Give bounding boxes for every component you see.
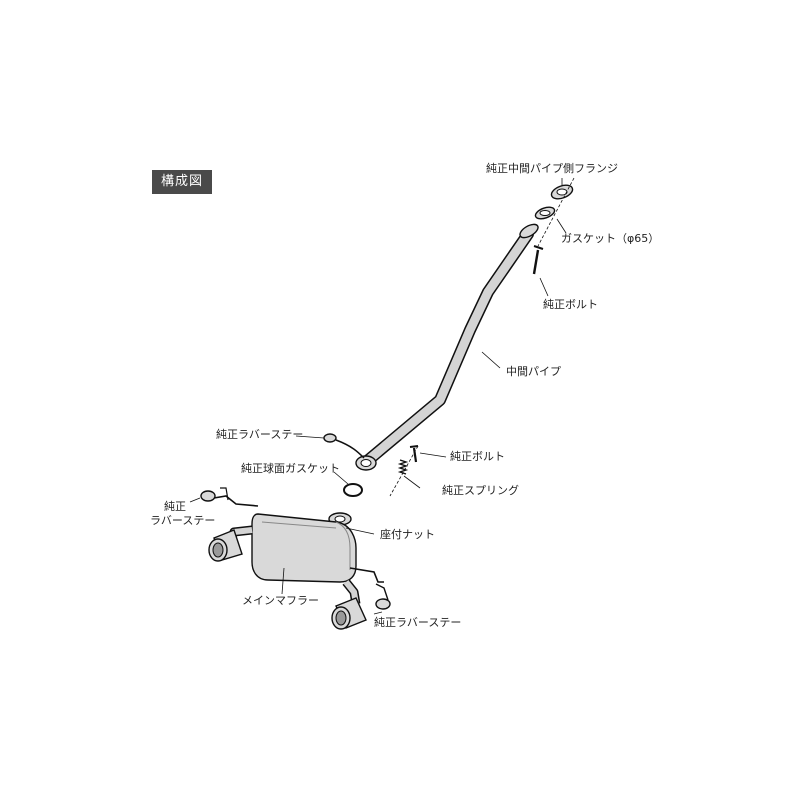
label-main-muffler: メインマフラー bbox=[242, 594, 319, 607]
label-oem-rubber-stay-left-line2: ラバーステー bbox=[150, 514, 216, 527]
oem-spherical-gasket bbox=[343, 483, 363, 497]
label-oem-rubber-stay-left: 純正 ラバーステー bbox=[150, 500, 230, 528]
label-oem-mid-pipe-flange: 純正中間パイプ側フランジ bbox=[486, 162, 618, 175]
gasket-phi65 bbox=[534, 206, 556, 220]
label-oem-rubber-stay-bottom: 純正ラバーステー bbox=[374, 616, 462, 629]
label-oem-rubber-stay-left-line1: 純正 bbox=[164, 500, 186, 513]
leader-lines bbox=[189, 177, 575, 615]
oem-spring bbox=[397, 459, 409, 475]
oem-rubber-stay-upper bbox=[323, 433, 365, 459]
mid-pipe bbox=[355, 223, 539, 471]
label-oem-bolt-top: 純正ボルト bbox=[543, 298, 598, 311]
oem-rubber-stay-bottom bbox=[375, 583, 391, 610]
label-mid-pipe: 中間パイプ bbox=[506, 365, 561, 378]
label-oem-bolt-mid: 純正ボルト bbox=[450, 450, 505, 463]
label-oem-spring: 純正スプリング bbox=[442, 484, 519, 497]
oem-bolt-top bbox=[532, 245, 544, 275]
label-gasket-phi65: ガスケット（φ65） bbox=[561, 232, 660, 245]
main-muffler bbox=[208, 513, 384, 630]
diagram-badge: 構成図 bbox=[152, 170, 212, 194]
label-oem-spherical-gasket: 純正球面ガスケット bbox=[241, 462, 340, 475]
oem-rubber-stay-left bbox=[200, 487, 259, 507]
label-oem-rubber-stay-upper: 純正ラバーステー bbox=[216, 428, 304, 441]
oem-bolt-mid bbox=[409, 445, 419, 463]
label-seat-nut: 座付ナット bbox=[380, 528, 435, 541]
